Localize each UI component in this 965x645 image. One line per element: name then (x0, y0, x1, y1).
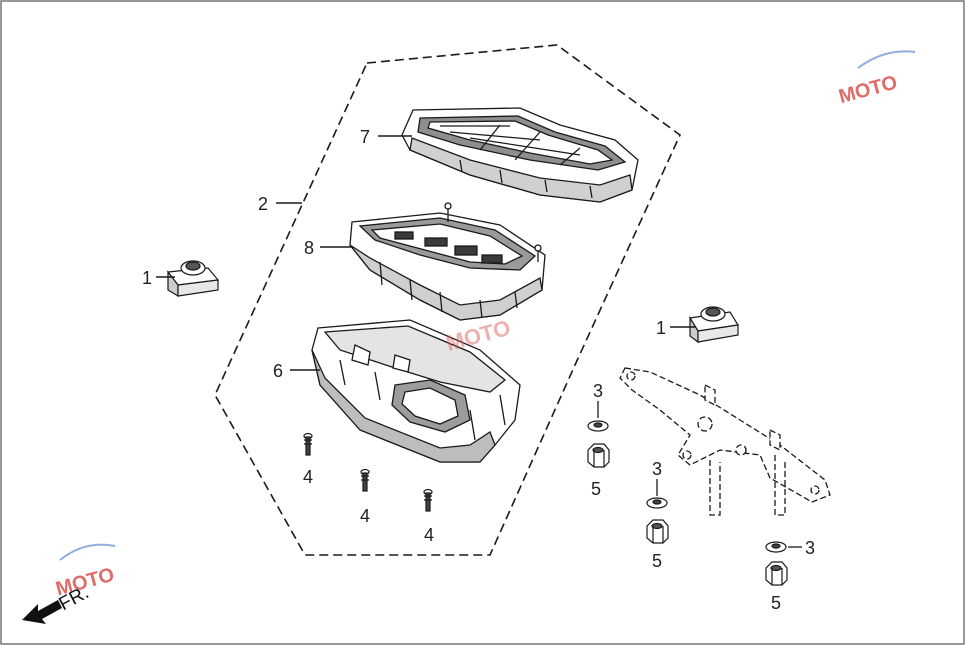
callout-3-a: 3 (593, 381, 603, 401)
callout-7: 7 (360, 127, 370, 147)
callout-3-c: 3 (805, 538, 815, 558)
watermark-text-top: MOTO (836, 72, 899, 109)
callout-1-left: 1 (142, 268, 152, 288)
washer-c-part (765, 541, 787, 553)
screw-c-part (423, 488, 433, 512)
callout-4-b: 4 (360, 506, 370, 526)
callout-3-b: 3 (652, 459, 662, 479)
watermark-top-right: MOTO (836, 50, 916, 109)
gear-logo-icon (59, 543, 116, 561)
callout-4-a: 4 (303, 467, 313, 487)
front-arrow-icon (22, 600, 62, 624)
lower-case-part (311, 319, 521, 463)
screw-a-part (303, 432, 313, 456)
mounting-bracket-part (619, 367, 831, 516)
callout-1-right: 1 (656, 318, 666, 338)
callout-2: 2 (258, 194, 268, 214)
callout-6: 6 (273, 361, 283, 381)
nut-a-part (587, 443, 610, 468)
nut-c-part (765, 561, 788, 586)
meter-body-part (349, 202, 546, 321)
meter-assembly-outline (214, 44, 681, 556)
washer-a-part (587, 420, 609, 432)
screw-b-part (360, 468, 370, 492)
callout-8: 8 (304, 238, 314, 258)
callout-4-c: 4 (424, 525, 434, 545)
gear-logo-icon (857, 50, 916, 69)
washer-b-part (646, 497, 668, 509)
nut-b-part (646, 519, 669, 544)
callout-5-c: 5 (771, 593, 781, 613)
upper-cover-part (401, 107, 639, 203)
bracket-nut-right-part (689, 306, 739, 344)
callout-5-a: 5 (591, 479, 601, 499)
callout-5-b: 5 (652, 551, 662, 571)
bracket-nut-left-part (166, 260, 220, 298)
